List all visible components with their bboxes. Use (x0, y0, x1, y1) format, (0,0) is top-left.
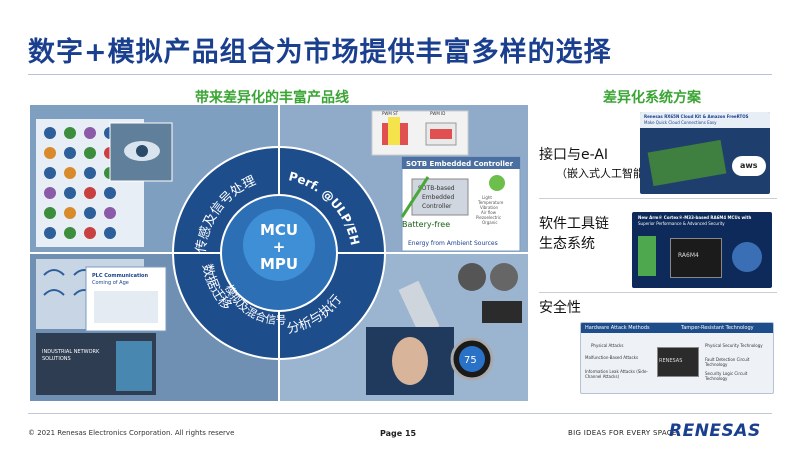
footer-divider (28, 413, 772, 414)
attack-methods-header: Hardware Attack Methods (585, 325, 650, 331)
page-title: 数字+模拟产品组合为市场提供丰富多样的选择 (28, 37, 612, 68)
robot-arm-image (398, 280, 440, 336)
solution-security-label: 安全性 (539, 300, 581, 316)
performance-icon (732, 242, 762, 272)
cloud-kit-line2: Make Quick Cloud Connections Easy (644, 120, 717, 125)
network-collage: PLC Communication Coming of Age INDUSTRI… (36, 259, 167, 395)
smartwatch-image-1 (458, 263, 486, 291)
chip-label-a: PWM ST (382, 111, 399, 116)
center-line3: MPU (260, 255, 298, 273)
solution-interface-label: 接口与e-AI (539, 147, 609, 163)
drone-image (482, 301, 522, 323)
security-chip-image (657, 347, 699, 377)
sotb-side3: Vibration (480, 205, 499, 210)
attack-item-1: Physical Attacks (591, 343, 624, 348)
tamper-resistant-header: Tamper-Resistant Technology (681, 325, 754, 331)
defense-item-2: Fault Detection Circuit Technology (705, 357, 750, 367)
copyright-text: © 2021 Renesas Electronics Corporation. … (28, 429, 235, 437)
sensor-icon-grid (36, 119, 173, 247)
security-chip-label: RENESAS (659, 358, 683, 364)
ra6m4-line2: Superior Performance & Advanced Security (638, 221, 725, 226)
device-collage: 75 (366, 263, 522, 395)
chip-image (670, 238, 722, 278)
battery-slash (400, 176, 430, 218)
left-panel-heading: 带来差异化的丰富产品线 (195, 90, 349, 106)
right-panel-heading: 差异化系统方案 (603, 90, 701, 106)
sotb-side1: Light (482, 195, 492, 200)
ra6m4-chip-label: RA6M4 (678, 252, 699, 259)
renesas-logo: RENESAS (669, 421, 761, 441)
aws-label: aws (740, 161, 758, 170)
defense-item-1: Physical Security Technology (705, 343, 763, 348)
attack-item-3: Information Leak Attacks (Side-Channel A… (585, 369, 648, 379)
network-card-line2: SOLUTIONS (42, 356, 71, 362)
plc-card-line1: PLC Communication (92, 273, 148, 279)
sotb-side6: Organic (482, 220, 498, 225)
chip-label-b: PWM ID (430, 111, 445, 116)
chip-photo: PWM ST PWM ID (371, 110, 469, 156)
sotb-title: SOTB Embedded Controller (406, 160, 514, 168)
center-line1: MCU (260, 221, 298, 239)
solution-interface-sublabel: （嵌入式人工智能） (556, 167, 655, 180)
solution-divider-2 (539, 292, 777, 293)
solution-software-label-1: 软件工具链 (539, 216, 609, 232)
plc-card-line2: Coming of Age (92, 280, 129, 286)
ra6m4-line1: New Arm® Cortex®-M33-based RA6M4 MCUs wi… (638, 215, 752, 220)
leaf-icon (489, 175, 505, 191)
sotb-side5: Piezoelectric (476, 215, 501, 220)
center-core (243, 209, 315, 281)
board-image (647, 139, 727, 187)
attack-item-2: Malfunction-Based Attacks (585, 355, 639, 360)
sotb-box-line1: SOTB-based (418, 185, 455, 192)
cloud-icon (732, 156, 766, 176)
cloud-kit-card: Renesas RX65N Cloud Kit & Amazon FreeRTO… (640, 112, 770, 194)
sotb-side2: Temperature (477, 200, 504, 205)
page-number: Page 15 (380, 429, 417, 438)
sotb-caption: Energy from Ambient Sources (408, 240, 498, 247)
battery-free-label: Battery-free (402, 220, 450, 229)
product-line-diagram: PWM ST PWM ID SOTB Embedded Controller S… (30, 105, 528, 401)
smartwatch-image-2 (490, 263, 518, 291)
sotb-side4: Air flow (481, 210, 497, 215)
cloud-kit-line1: Renesas RX65N Cloud Kit & Amazon FreeRTO… (644, 114, 749, 119)
defense-item-3: Security Logic Circuit Technology (705, 371, 748, 381)
solution-divider-1 (539, 198, 777, 199)
shield-icon (638, 236, 656, 276)
sotb-box-line2: Embedded (422, 194, 454, 201)
sotb-box-line3: Controller (422, 203, 452, 210)
solution-software-label-2: 生态系统 (539, 236, 595, 252)
security-card: Hardware Attack Methods Tamper-Resistant… (580, 322, 774, 394)
network-card-line1: INDUSTRIAL NETWORK (42, 349, 100, 355)
sotb-controller-card: SOTB Embedded Controller SOTB-based Embe… (400, 156, 521, 252)
center-line2: + (273, 238, 286, 256)
tagline: BIG IDEAS FOR EVERY SPACE (568, 429, 677, 437)
ra6m4-card: New Arm® Cortex®-M33-based RA6M4 MCUs wi… (632, 212, 772, 288)
title-divider (28, 74, 772, 75)
thermostat-value: 75 (464, 355, 477, 366)
